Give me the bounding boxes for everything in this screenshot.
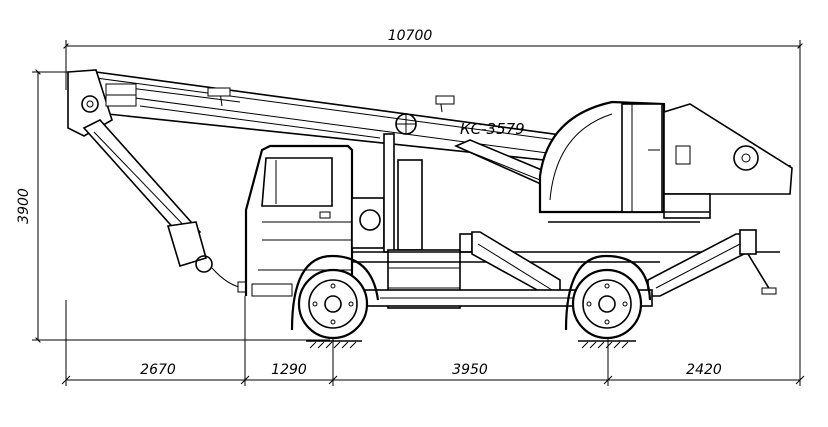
rear-outrigger: [647, 229, 777, 297]
overall-height-dimension: 3900: [16, 69, 330, 343]
front-wheel: [290, 254, 380, 340]
ground-hatch-rear: [578, 340, 636, 349]
rear-overhang-label: 2420: [686, 362, 722, 378]
front-outrigger: [471, 231, 561, 297]
front-overhang-label: 2670: [140, 362, 176, 378]
truck-cab: [244, 144, 354, 297]
overall-length-dimension: 10700: [63, 28, 803, 180]
overall-length-label: 10700: [388, 28, 433, 44]
wheelbase-label: 3950: [452, 362, 488, 378]
crane-operator-cabin: [538, 100, 793, 223]
overall-height-label: 3900: [16, 188, 32, 224]
cab-to-axle-label: 1290: [271, 362, 307, 378]
ground-hatch-front: [306, 340, 362, 349]
rear-wheel: [564, 254, 652, 340]
boom-support-arm: [82, 119, 247, 293]
model-label: КС-3579: [460, 120, 525, 138]
